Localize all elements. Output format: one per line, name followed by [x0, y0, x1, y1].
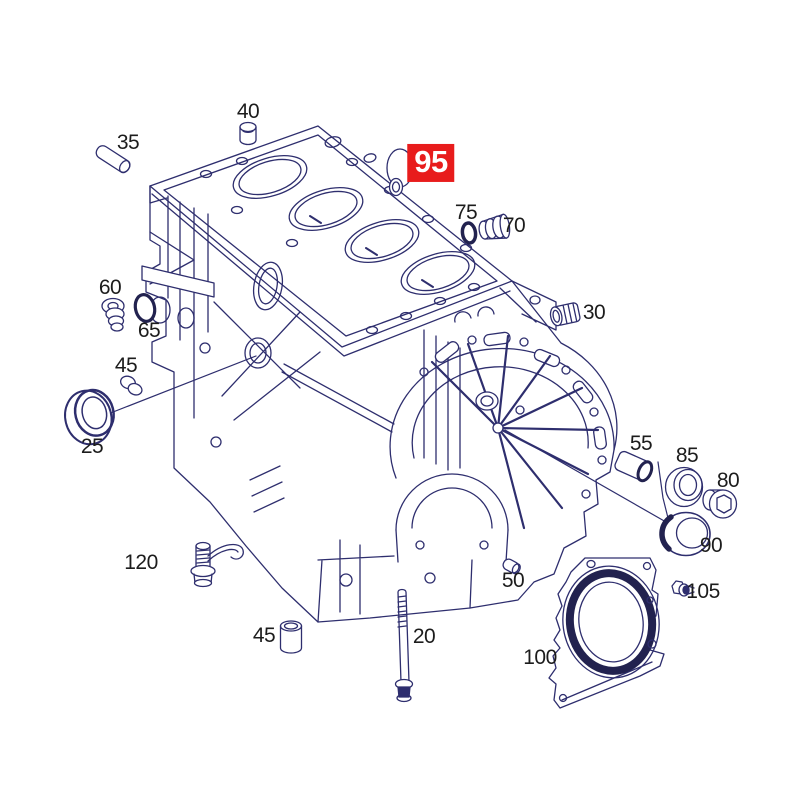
block-front-face — [142, 196, 460, 512]
part-55-bushing — [613, 450, 654, 483]
crankshaft-bore — [396, 474, 508, 562]
callout-120[interactable]: 120 — [124, 551, 158, 574]
deck-bolt-holes — [201, 158, 480, 334]
callout-55[interactable]: 55 — [629, 432, 653, 455]
callout-105[interactable]: 105 — [686, 580, 720, 603]
part-65-o-ring — [133, 293, 157, 323]
part-105-screw — [672, 581, 694, 596]
engine-block-body — [142, 126, 617, 622]
part-30-dowel-sleeve — [549, 302, 581, 327]
part-80-hex-screw-plug — [703, 490, 737, 518]
bell-housing-flange — [390, 281, 614, 528]
leader-lines — [108, 356, 668, 522]
callout-50[interactable]: 50 — [501, 569, 525, 592]
callout-25[interactable]: 25 — [80, 435, 104, 458]
part-70-screw-plug — [477, 214, 511, 242]
cylinder-bores — [228, 148, 480, 303]
callout-20[interactable]: 20 — [412, 625, 436, 648]
callout-60[interactable]: 60 — [98, 276, 122, 299]
part-90-core-plug-cap — [662, 513, 710, 556]
callout-90[interactable]: 90 — [699, 534, 723, 557]
part-120-oil-spray-nozzle — [191, 543, 243, 587]
callout-85[interactable]: 85 — [675, 444, 699, 467]
callout-70[interactable]: 70 — [502, 214, 526, 237]
callout-65[interactable]: 65 — [137, 319, 161, 342]
callout-35[interactable]: 35 — [116, 131, 140, 154]
callout-45-upper[interactable]: 45 — [114, 354, 138, 377]
callout-30[interactable]: 30 — [582, 301, 606, 324]
part-50-dowel-pin — [501, 557, 522, 575]
part-45-cap-upper — [118, 374, 145, 397]
part-75-o-ring — [461, 222, 477, 244]
callout-80[interactable]: 80 — [716, 469, 740, 492]
part-25-radial-seal — [59, 385, 120, 449]
part-100-rear-seal-housing — [549, 558, 666, 708]
callout-100[interactable]: 100 — [523, 646, 557, 669]
part-45-sleeve-lower — [281, 621, 302, 653]
callout-95-highlighted[interactable]: 95 — [407, 143, 455, 183]
callout-40[interactable]: 40 — [236, 100, 260, 123]
part-20-main-bolt — [396, 590, 413, 702]
callout-75[interactable]: 75 — [454, 201, 478, 224]
part-85-seal-ring — [666, 468, 703, 507]
part-60-threaded-plug — [102, 299, 124, 332]
block-lower-panel — [318, 540, 472, 622]
callout-45-lower[interactable]: 45 — [252, 624, 276, 647]
part-35-dowel-pin — [94, 143, 132, 174]
part-40-dowel-sleeve — [240, 123, 256, 145]
